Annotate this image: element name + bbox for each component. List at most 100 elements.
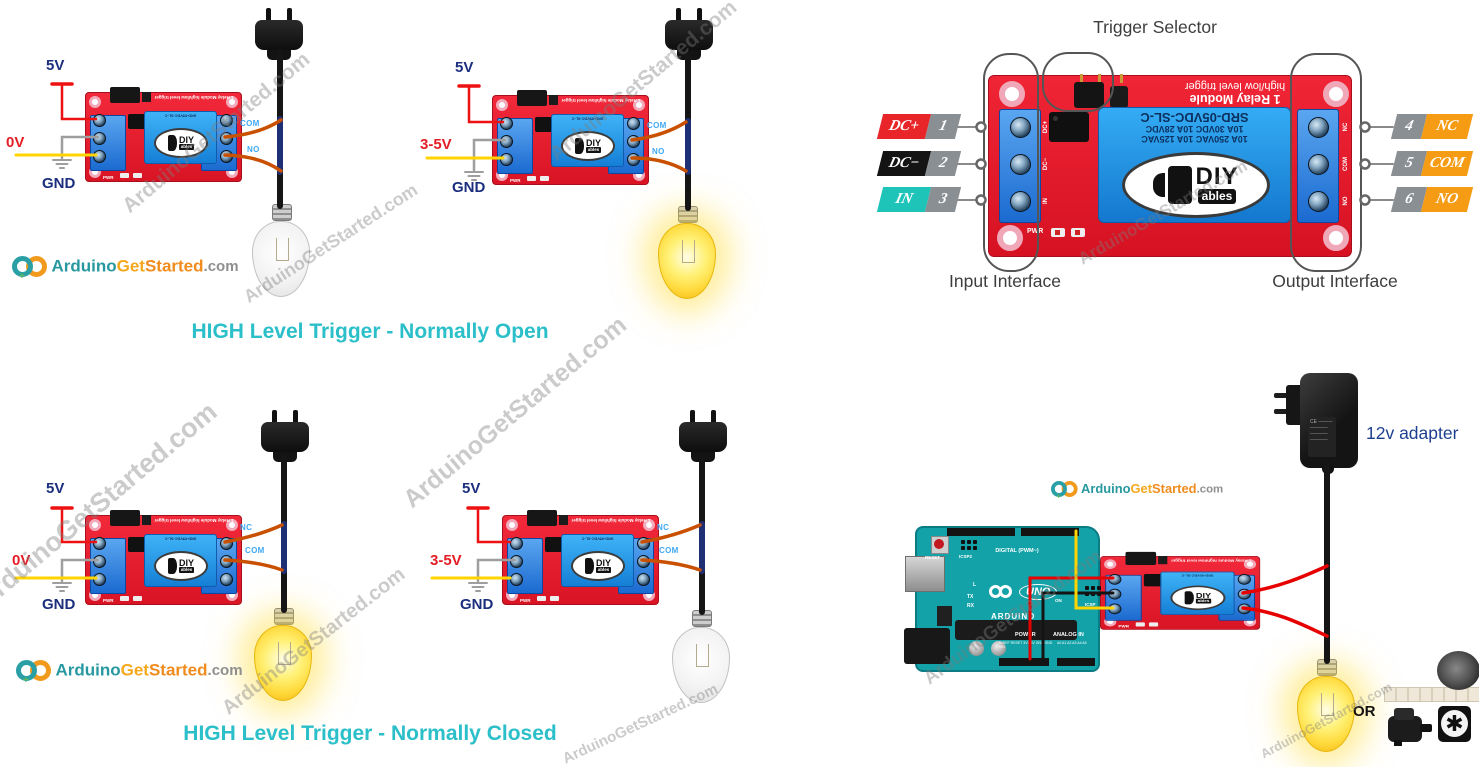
- power-pin-labels: IOREF RESET 3V3 5V GND GND VIN: [999, 641, 1053, 649]
- mounting-hole: [999, 81, 1025, 107]
- cooling-fan-icon: ✱: [1438, 706, 1471, 742]
- output-interface-caption: Output Interface: [1272, 271, 1398, 291]
- watermark-text: ArduinoGetStarted.com: [218, 563, 410, 720]
- status-led: [527, 176, 536, 181]
- input-interface-caption: Input Interface: [949, 271, 1061, 291]
- power-adapter-12v: CE ───────────────────: [1274, 373, 1358, 474]
- bulb-glass: [658, 223, 716, 299]
- bulb-filament: [682, 240, 695, 263]
- relay-body: 10A 250VAC 10A 125VAC 10A 30VDC 10A 28VD…: [1098, 107, 1291, 223]
- trigger-selector-caption: Trigger Selector: [1093, 17, 1217, 37]
- plug-body: [665, 20, 713, 50]
- adapter-body: CE ───────────────────: [1300, 373, 1358, 468]
- logo-text: Started: [1152, 481, 1197, 496]
- brand-text: DIY: [585, 138, 601, 148]
- plug-prong: [272, 410, 277, 424]
- digital-label: DIGITAL (PWM~): [995, 548, 1039, 554]
- jumper-block: [1110, 86, 1128, 108]
- brand-text: DIY: [1195, 163, 1239, 190]
- brand-text: ables: [178, 144, 195, 150]
- status-led: [1051, 228, 1065, 237]
- brand-text: ables: [178, 567, 195, 573]
- pwr-label: PWR: [103, 175, 114, 180]
- diyables-glyph-icon: [1153, 173, 1166, 197]
- plug-prong: [293, 410, 298, 424]
- usb-port: [905, 556, 945, 592]
- control-label: 0V: [6, 134, 25, 151]
- diyables-logo: DIY ables: [1122, 152, 1270, 218]
- light-bulb: [252, 608, 316, 704]
- section-title-normally-open: HIGH Level Trigger - Normally Open: [191, 320, 549, 343]
- bulb-filament: [276, 238, 289, 261]
- ground-label: GND: [452, 179, 486, 196]
- logo-text: Arduino: [1080, 481, 1131, 496]
- pwr-label: PWR: [520, 598, 531, 603]
- capacitor: [969, 641, 984, 656]
- arduinogetstarted-logo: + ArduinoGetStarted.com: [16, 660, 243, 702]
- bulb-glass: [252, 221, 310, 297]
- supply-label: 5V: [462, 480, 481, 497]
- status-led: [540, 176, 549, 181]
- arduinogetstarted-logo: + ArduinoGetStarted.com: [1051, 481, 1223, 513]
- optocoupler-ic: [1049, 112, 1089, 142]
- brand-text: ables: [585, 147, 602, 153]
- plug-prong: [266, 8, 271, 22]
- trigger-selector-outline: [1042, 52, 1114, 112]
- diyables-logo: DIY ables: [154, 128, 208, 158]
- terminal-label: COM: [240, 119, 260, 128]
- trigger-jumper: [110, 87, 151, 103]
- terminal-screw: [1308, 191, 1329, 212]
- infinity-icon: +: [1051, 481, 1067, 501]
- brand-text: DIY: [1195, 591, 1212, 600]
- pwr-label: PWR: [1118, 624, 1130, 629]
- plug-prong: [287, 8, 292, 22]
- power-jack: [904, 628, 950, 664]
- mounting-hole: [1323, 81, 1349, 107]
- terminal-screw: [219, 572, 233, 586]
- watermark-text: ArduinoGetStarted.com: [920, 546, 1106, 689]
- plug-body: [255, 20, 303, 50]
- status-led: [1071, 228, 1085, 237]
- supply-label: 5V: [46, 480, 65, 497]
- brand-text: ables: [1195, 598, 1212, 604]
- logo-text: Get: [120, 660, 149, 680]
- light-bulb: [656, 206, 720, 302]
- light-bulb: [250, 204, 314, 300]
- icsp2-header: [961, 540, 977, 550]
- logo-text: .com: [207, 662, 243, 679]
- terminal-screw: [1010, 117, 1031, 138]
- brand-text: DIY: [595, 558, 611, 568]
- arduino-brand-label: ARDUINO: [991, 612, 1036, 621]
- jumper-pin: [1080, 74, 1083, 83]
- watermark-text: ArduinoGetStarted.com: [0, 396, 223, 615]
- adapter-prong: [1274, 393, 1288, 398]
- status-led: [537, 596, 546, 601]
- diyables-logo: DIY ables: [1170, 585, 1226, 611]
- mounting-hole: [997, 225, 1023, 251]
- terminal-label: COM: [647, 121, 667, 130]
- arduino-infinity-icon: [999, 585, 1012, 598]
- water-pump-icon: [1388, 708, 1436, 746]
- terminal-screw: [1010, 191, 1031, 212]
- bulb-glass: [254, 625, 312, 701]
- logo-text: .com: [203, 258, 239, 275]
- brand-text: ables: [1197, 189, 1237, 204]
- diyables-glyph-icon: [574, 138, 584, 154]
- terminal-screw: [1308, 154, 1329, 175]
- logo-text: Started: [148, 660, 208, 680]
- logo-text: Arduino: [51, 256, 117, 276]
- plug-prong: [676, 8, 681, 22]
- status-led: [1148, 622, 1159, 627]
- digital-header: [947, 528, 1015, 536]
- infinity-icon: +: [16, 660, 37, 686]
- status-led: [133, 596, 142, 601]
- arduinogetstarted-logo: + ArduinoGetStarted.com: [12, 256, 239, 298]
- plug-body: [261, 422, 309, 452]
- terminal-label: COM: [659, 546, 679, 555]
- led-strip-roll-icon: [1437, 651, 1479, 690]
- diyables-logo: DIY ables: [561, 131, 615, 161]
- brand-text: ables: [595, 567, 612, 573]
- voltage-regulator: [937, 606, 952, 626]
- terminal-screw: [1308, 117, 1329, 138]
